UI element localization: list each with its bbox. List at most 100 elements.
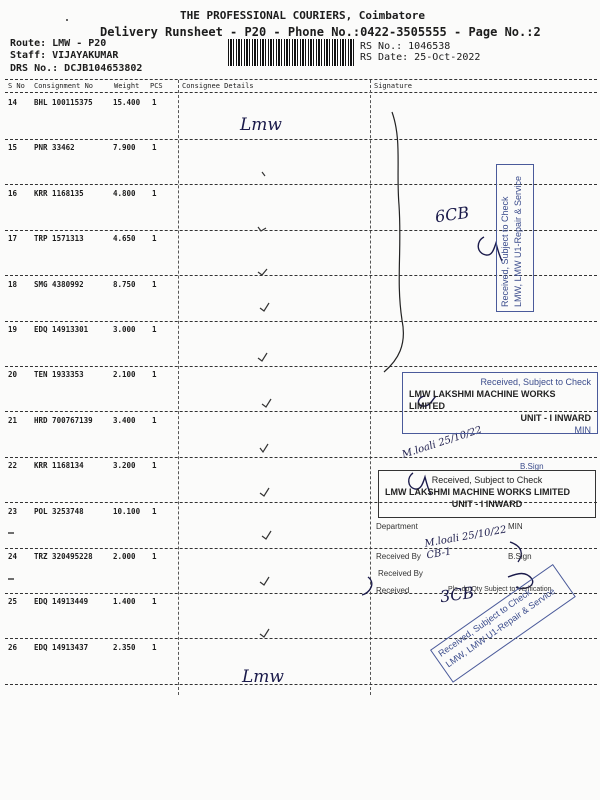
- stamp-inward-a: Received, Subject to Check LMW LAKSHMI M…: [402, 372, 598, 435]
- row-weight: 2.000: [113, 552, 136, 561]
- row-weight: 3.200: [113, 461, 136, 470]
- row-pieces: 1: [152, 461, 157, 470]
- row-separator: [5, 502, 597, 503]
- runsheet-title: Delivery Runsheet - P20 - Phone No.:0422…: [100, 25, 541, 39]
- row-separator: [5, 638, 597, 639]
- col-consignment: Consignment No: [34, 82, 94, 90]
- col-signature: Signature: [374, 82, 412, 90]
- stamp-received-label: Received: [376, 586, 410, 595]
- tick-mark: [259, 576, 270, 586]
- stamp-line: Received, Subject to Check: [500, 196, 510, 307]
- handwriting-lmw-top: Lmw: [240, 115, 282, 135]
- initials-scribble: [477, 236, 503, 262]
- row-separator: [5, 321, 597, 322]
- row-consignment-number: EDQ 14913449: [34, 597, 89, 606]
- stamp-line: UNIT - I INWARD: [451, 499, 523, 509]
- row-separator: [5, 593, 597, 594]
- stamp-received-by-label: Received By: [376, 552, 421, 561]
- row-consignment-number: TRP 1571313: [34, 234, 84, 243]
- stamp-line: LMW LAKSHMI MACHINE WORKS LIMITED: [385, 487, 570, 497]
- stamp-verification-label: Pls. do Qty Subject to Verification: [448, 586, 552, 593]
- row-pieces: 1: [152, 143, 157, 152]
- stamp-line: UNIT - I INWARD: [520, 413, 592, 423]
- table-top-rule: [5, 79, 597, 80]
- row-separator: [5, 411, 597, 412]
- rs-date: RS Date: 25-Oct-2022: [360, 52, 481, 63]
- row-consignment-number: SMG 4380992: [34, 280, 84, 289]
- row-pieces: 1: [152, 189, 157, 198]
- route-label: Route: LMW - P20: [10, 38, 107, 49]
- tick-mark: [259, 443, 269, 454]
- row-weight: 2.100: [113, 370, 136, 379]
- row-separator: [5, 275, 597, 276]
- stamp-inward-b: Received, Subject to Check LMW LAKSHMI M…: [378, 470, 596, 518]
- row-consignment-number: HRD 700767139: [34, 416, 93, 425]
- row-consignment-number: KRR 1168134: [34, 461, 84, 470]
- row-consignment-number: POL 3253748: [34, 507, 84, 516]
- row-serial-number: 19: [8, 325, 18, 334]
- row-serial-number: 14: [8, 98, 18, 107]
- company-title: THE PROFESSIONAL COURIERS, Coimbatore: [180, 9, 426, 22]
- tick-mark: [257, 226, 267, 232]
- row-serial-number: 24: [8, 552, 18, 561]
- col-pcs: PCS: [150, 82, 163, 90]
- row-serial-number: 18: [8, 280, 18, 289]
- rs-number: RS No.: 1046538: [360, 41, 451, 52]
- stamp-bsign-label: B.Sign: [508, 552, 532, 561]
- stamp-line: Received, Subject to Check: [480, 377, 591, 387]
- row-separator: [5, 684, 597, 685]
- stamp-line: Received, Subject to Check: [431, 475, 543, 485]
- row-weight: 3.000: [113, 325, 136, 334]
- row-weight: 1.400: [113, 597, 136, 606]
- bracket-scribble: [509, 541, 522, 563]
- row-weight: 15.400: [113, 98, 141, 107]
- row-pieces: 1: [152, 370, 157, 379]
- row-separator: [5, 184, 597, 185]
- handwritten-bracket: [383, 111, 404, 373]
- tick-mark: [261, 398, 272, 408]
- row-consignment-number: EDQ 14913437: [34, 643, 89, 652]
- row-serial-number: 17: [8, 234, 18, 243]
- tick-mark: [259, 487, 270, 497]
- stamp-received-by-label-2: Received By: [378, 569, 423, 578]
- tick-mark: [261, 530, 272, 540]
- row-weight: 4.800: [113, 189, 136, 198]
- row-consignment-number: TEN 1933353: [34, 370, 84, 379]
- tick-mark: [259, 628, 270, 638]
- stamp-sign-label: B.Sign: [520, 462, 544, 471]
- row-serial-number: 23: [8, 507, 18, 516]
- row-serial-number: 16: [8, 189, 18, 198]
- row-pieces: 1: [152, 98, 157, 107]
- stamp-repair-service-top: Received, Subject to Check LMW, LMW U1-R…: [496, 164, 534, 312]
- row-weight: 4.650: [113, 234, 136, 243]
- row-pieces: 1: [152, 643, 157, 652]
- col-weight: Weight: [114, 82, 140, 90]
- stamp-line: LMW, LMW U1-Repair & Service: [513, 175, 523, 307]
- bracket-scribble: [361, 576, 373, 596]
- row-serial-number: 20: [8, 370, 18, 379]
- barcode: [228, 39, 354, 66]
- col-consignee: Consignee Details: [182, 82, 254, 90]
- row-pieces: 1: [152, 234, 157, 243]
- row-separator: [5, 366, 597, 367]
- tick-mark: [257, 268, 268, 276]
- row-consignment-number: TRZ 320495228: [34, 552, 93, 561]
- row-serial-number: 22: [8, 461, 18, 470]
- row-pieces: 1: [152, 325, 157, 334]
- row-separator: [5, 139, 597, 140]
- initials-scribble: [507, 572, 534, 590]
- staff-label: Staff: VIJAYAKUMAR: [10, 50, 119, 61]
- row-pieces: 1: [152, 416, 157, 425]
- row-weight: 8.750: [113, 280, 136, 289]
- row-serial-number: 21: [8, 416, 18, 425]
- row-consignment-number: BHL 100115375: [34, 98, 93, 107]
- row-pieces: 1: [152, 597, 157, 606]
- row-weight: 10.100: [113, 507, 141, 516]
- table-header-rule: [5, 92, 597, 93]
- stamp-dept-label: Department: [376, 522, 418, 531]
- stamp-min-label: MIN: [508, 522, 523, 531]
- row-serial-number: 26: [8, 643, 18, 652]
- row-consignment-number: KRR 1168135: [34, 189, 84, 198]
- row-weight: 7.900: [113, 143, 136, 152]
- row-separator: [5, 230, 597, 231]
